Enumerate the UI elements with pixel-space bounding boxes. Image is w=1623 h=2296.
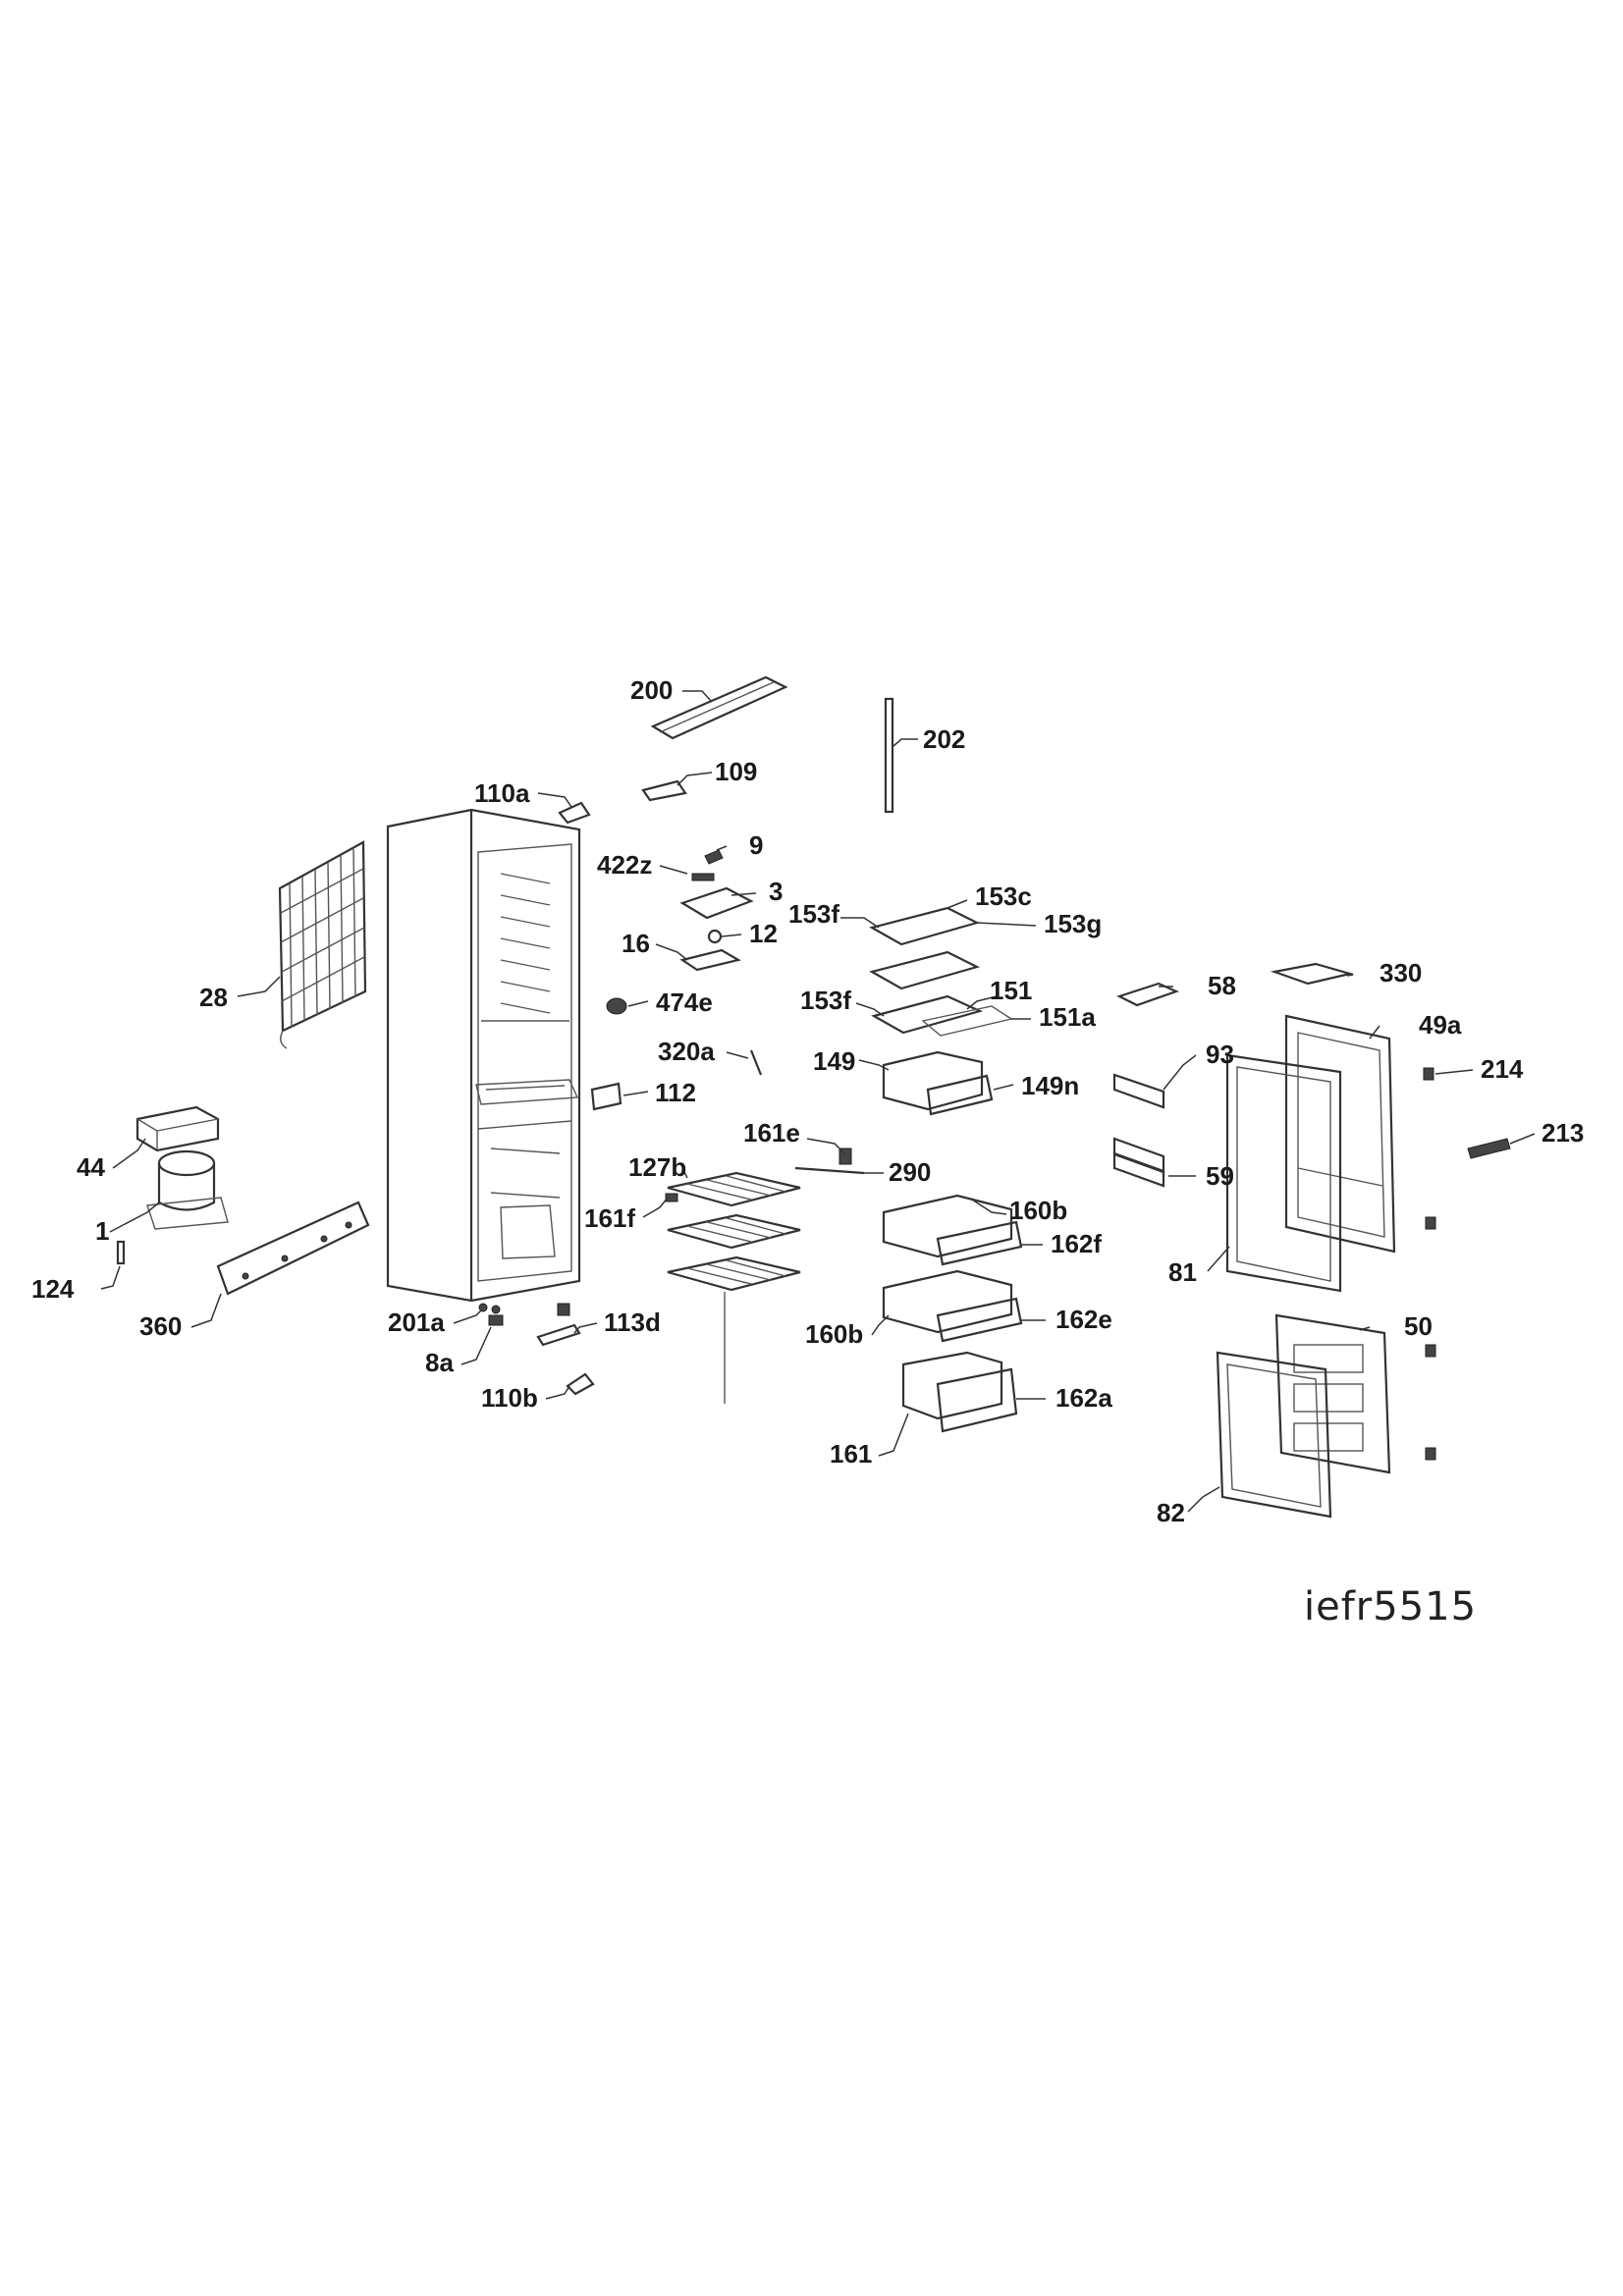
callout-201a: 201a [388, 1308, 445, 1337]
callout-160b-top: 160b [1009, 1196, 1067, 1225]
callout-81: 81 [1168, 1257, 1197, 1287]
callout-162f: 162f [1051, 1229, 1102, 1258]
callout-200: 200 [630, 675, 673, 705]
callout-161f: 161f [584, 1203, 635, 1233]
door-shelves-part [1112, 982, 1179, 1188]
callout-320a: 320a [658, 1037, 715, 1066]
door-top-cover-part [1270, 962, 1355, 986]
callout-422z: 422z [597, 850, 652, 880]
callout-153f-mid: 153f [800, 986, 851, 1015]
callout-labels: 200 202 109 110a 9 422z 3 12 16 474e 28 … [31, 675, 1584, 1527]
callout-290: 290 [889, 1157, 931, 1187]
callout-161e: 161e [743, 1118, 800, 1148]
callout-151: 151 [990, 976, 1032, 1005]
vertical-strip-part [884, 697, 894, 814]
callout-202: 202 [923, 724, 965, 754]
rack-grid-lines [686, 1175, 786, 1285]
callout-474e: 474e [656, 988, 713, 1017]
rod-and-bracket-parts [590, 1049, 763, 1111]
small-pin-part [116, 1240, 126, 1265]
top-hinge-part [558, 801, 591, 825]
callout-49a: 49a [1419, 1010, 1462, 1040]
fridge-gasket-part [1225, 1053, 1342, 1293]
crisper-drawer-part [882, 1050, 994, 1116]
callout-153g: 153g [1044, 909, 1102, 938]
callout-82: 82 [1157, 1498, 1185, 1527]
leader-lines [100, 690, 1536, 1513]
freezer-racks-part [665, 1148, 865, 1404]
model-code: iefr5515 [1304, 1584, 1477, 1629]
thermostat-small-parts [606, 849, 754, 1015]
glass-shelves-part [869, 906, 1013, 1037]
condenser-part [278, 840, 367, 1049]
callout-112: 112 [655, 1078, 696, 1107]
hinge-cover-part [641, 779, 687, 802]
callout-124: 124 [31, 1274, 75, 1304]
callout-93: 93 [1206, 1040, 1234, 1069]
callout-127b: 127b [628, 1152, 686, 1182]
callout-151a: 151a [1039, 1002, 1096, 1032]
callout-50: 50 [1404, 1311, 1433, 1341]
callout-330: 330 [1380, 958, 1422, 988]
callout-153f-top: 153f [788, 899, 839, 929]
callout-149: 149 [813, 1046, 855, 1076]
callout-149n: 149n [1021, 1071, 1079, 1100]
cabinet-shelf-rails [475, 873, 579, 1259]
callout-109: 109 [715, 757, 757, 786]
freezer-drawers-part [882, 1194, 1023, 1433]
top-cover-part [650, 675, 788, 740]
callout-44: 44 [77, 1152, 105, 1182]
callout-153c: 153c [975, 881, 1032, 911]
cabinet-part [386, 808, 581, 1303]
base-plate-part [216, 1201, 370, 1296]
compressor-tray-part [135, 1105, 220, 1152]
callout-9: 9 [749, 830, 763, 860]
callout-162a: 162a [1055, 1383, 1112, 1413]
callout-1: 1 [95, 1216, 109, 1246]
callout-8a: 8a [425, 1348, 454, 1377]
foot-and-hinge-parts [478, 1303, 595, 1396]
part-drawings [116, 675, 1511, 1519]
compressor-part [146, 1149, 229, 1230]
callout-162e: 162e [1055, 1305, 1112, 1334]
freezer-door-part [1274, 1313, 1391, 1474]
callout-161: 161 [830, 1439, 872, 1468]
callout-3: 3 [769, 877, 783, 906]
callout-110a: 110a [474, 778, 530, 808]
callout-214: 214 [1481, 1054, 1524, 1084]
callout-28: 28 [199, 983, 228, 1012]
callout-160b-bot: 160b [805, 1319, 863, 1349]
callout-58: 58 [1208, 971, 1236, 1000]
callout-16: 16 [622, 929, 650, 958]
callout-360: 360 [139, 1311, 182, 1341]
freezer-gasket-part [1216, 1351, 1332, 1519]
callout-59: 59 [1206, 1161, 1234, 1191]
hinge-and-handle-parts [1423, 1067, 1511, 1461]
callout-110b: 110b [481, 1383, 538, 1413]
callout-213: 213 [1542, 1118, 1584, 1148]
callout-12: 12 [749, 919, 778, 948]
callout-113d: 113d [604, 1308, 661, 1337]
